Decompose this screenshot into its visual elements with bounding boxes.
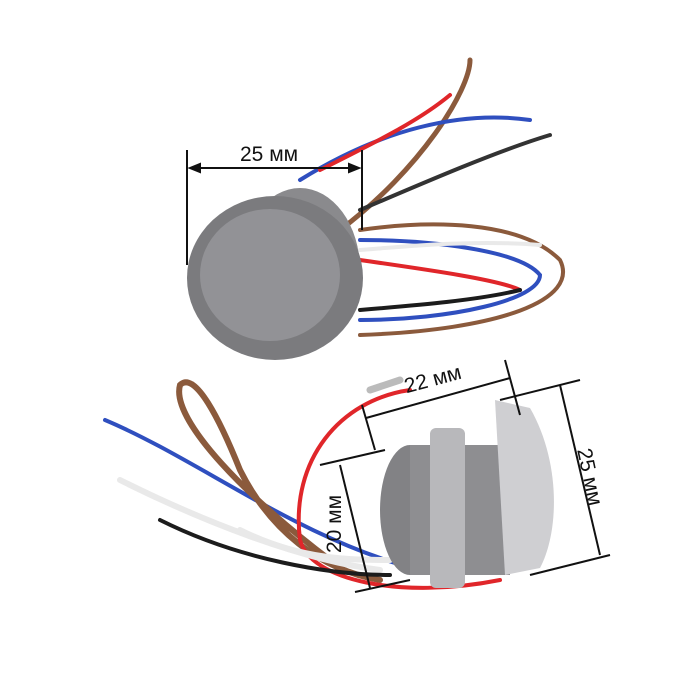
bottom-wires <box>103 376 502 590</box>
top-wires <box>298 57 565 337</box>
side-dimensions <box>319 359 611 593</box>
top-dimension <box>186 150 363 265</box>
top-diameter-label: 25 мм <box>240 143 299 166</box>
top-button <box>187 188 363 360</box>
thread-diameter-label: 20 мм <box>323 494 347 554</box>
side-button <box>380 400 554 588</box>
